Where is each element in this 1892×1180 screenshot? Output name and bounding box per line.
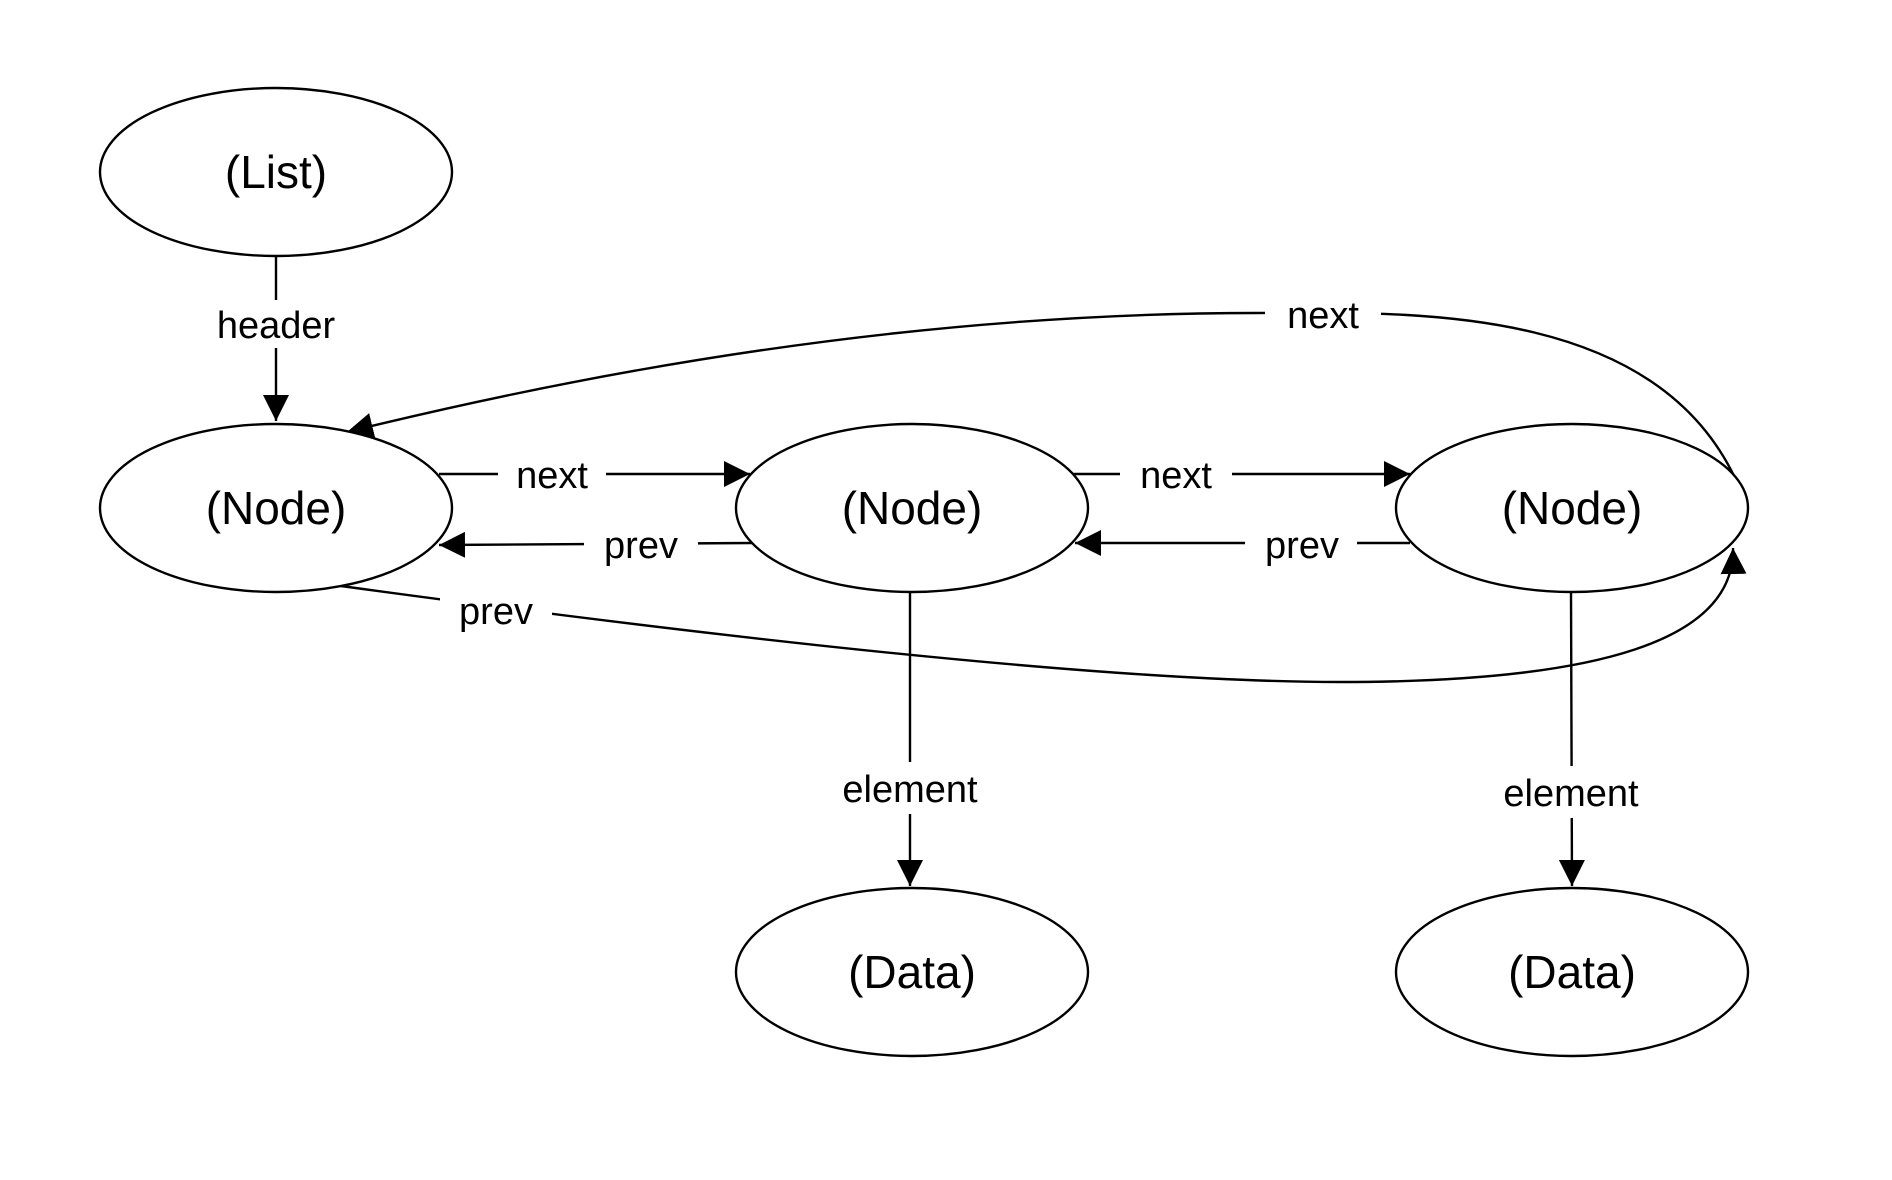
edge-element-node2: element [828,592,992,886]
edge-element-node3: element [1489,591,1653,887]
edge-label-header: header [217,305,336,347]
node-node-3: (Node) [1394,422,1750,594]
edge-prev-node3-node2: prev [1075,520,1410,568]
edge-label-prev: prev [604,525,678,567]
edge-prev-node1-node3: prev [340,547,1747,684]
node-label-data: (Data) [1508,946,1636,998]
node-node-1: (Node) [98,422,454,594]
node-label-list: (List) [225,146,327,198]
edge-header: header [205,256,347,421]
node-label-node: (Node) [842,482,983,534]
edge-next-node3-node1: next [346,290,1737,479]
edge-label-next: next [1140,455,1212,497]
edge-label-next: next [516,455,588,497]
node-label-data: (Data) [848,946,976,998]
edge-label-element: element [1503,773,1639,815]
node-list: (List) [98,86,454,258]
edge-label-next: next [1287,295,1359,337]
node-node-2: (Node) [734,422,1090,594]
node-label-node: (Node) [206,482,347,534]
edge-label-prev: prev [459,591,533,633]
node-data-2: (Data) [1394,886,1750,1058]
edge-label-element: element [842,769,978,811]
edge-label-prev: prev [1265,525,1339,567]
edge-prev-node2-node1: prev [438,520,753,568]
edge-next-node2-node3: next [1073,450,1410,498]
edge-next-node1-node2: next [439,450,750,498]
node-label-node: (Node) [1502,482,1643,534]
node-data-1: (Data) [734,886,1090,1058]
